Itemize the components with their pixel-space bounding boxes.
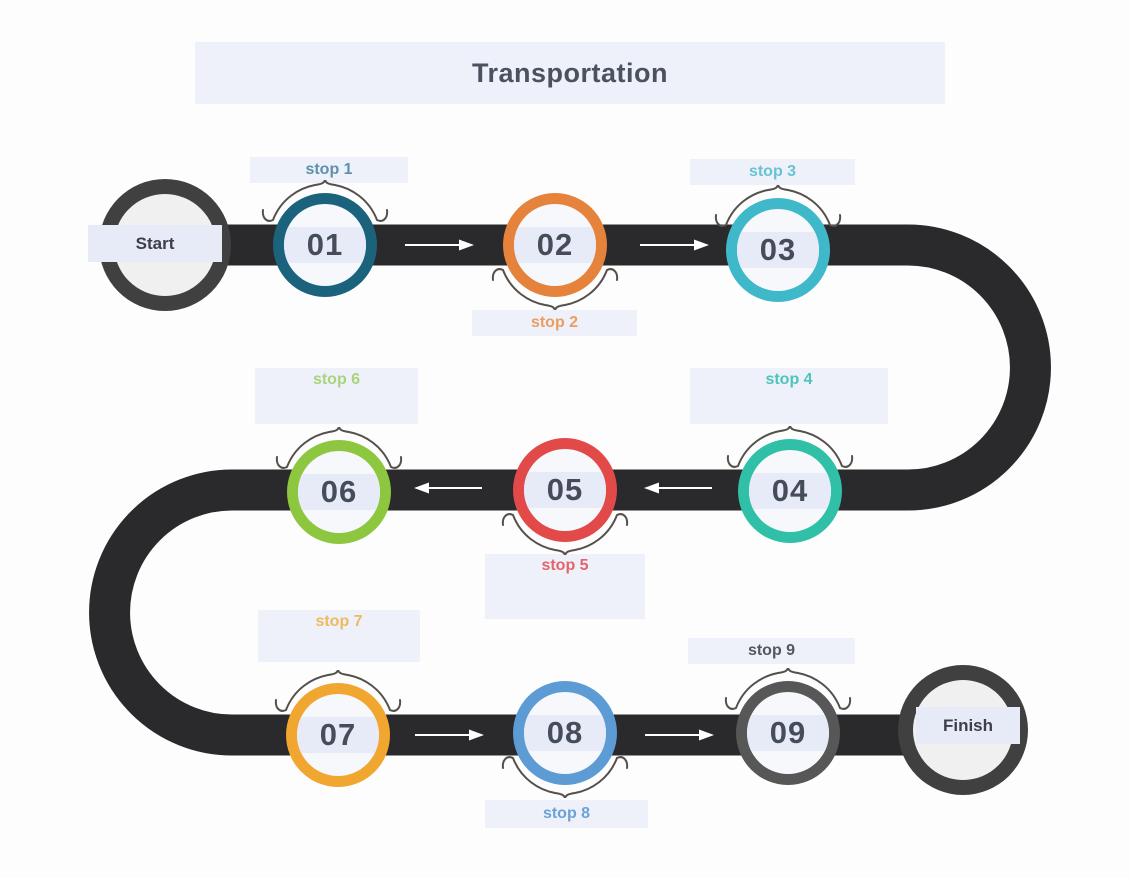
- stop-number: 04: [771, 473, 809, 508]
- stop-node-7: stop 7 07: [258, 610, 420, 787]
- start-node: Start: [88, 179, 231, 311]
- stop-number: 06: [320, 474, 358, 509]
- stop-circle-inner: 08: [524, 692, 606, 774]
- number-band: [524, 715, 606, 751]
- stop-circle: 07: [286, 683, 390, 787]
- arrow-right-icon: [640, 239, 709, 251]
- stop-label: stop 1: [250, 157, 408, 183]
- stop-number: 05: [546, 472, 584, 507]
- stop-number: 07: [319, 717, 357, 752]
- stop-circle: 05: [513, 438, 617, 542]
- stop-circle-inner: 02: [514, 204, 596, 286]
- brace-ornament-icon: [501, 513, 629, 555]
- stop-circle: 06: [287, 440, 391, 544]
- arrow-left-icon: [644, 482, 712, 494]
- stop-number: 01: [306, 227, 344, 262]
- brace-ornament-icon: [726, 426, 854, 468]
- stop-circle: 09: [736, 681, 840, 785]
- stop-number: 09: [769, 715, 807, 750]
- arrow-left-icon: [414, 482, 482, 494]
- stop-circle: 02: [503, 193, 607, 297]
- number-band: [514, 227, 596, 263]
- stop-label: stop 4: [690, 368, 888, 424]
- stop-node-3: stop 3 03: [690, 159, 855, 302]
- brace-ornament-icon: [274, 670, 402, 712]
- brace-ornament-icon: [714, 185, 842, 227]
- stop-circle-inner: 05: [524, 449, 606, 531]
- stop-label: stop 7: [258, 610, 420, 662]
- stop-node-6: stop 6 06: [255, 368, 418, 544]
- stop-label: stop 5: [485, 554, 645, 619]
- title-banner: Transportation: [195, 42, 945, 104]
- stop-node-5: stop 5 05: [485, 438, 645, 619]
- stop-circle: 04: [738, 439, 842, 543]
- stop-circle-inner: 01: [284, 204, 366, 286]
- stop-circle: 01: [273, 193, 377, 297]
- stop-circle-inner: 06: [298, 451, 380, 533]
- number-band: [524, 472, 606, 508]
- stop-label: stop 3: [690, 159, 855, 185]
- number-band: [298, 474, 380, 510]
- number-band: [749, 473, 831, 509]
- brace-ornament-icon: [261, 180, 389, 222]
- stop-circle: 03: [726, 198, 830, 302]
- finish-node: Finish: [898, 665, 1028, 795]
- stop-label: stop 8: [485, 800, 648, 828]
- page-title: Transportation: [471, 57, 668, 88]
- stop-label: stop 6: [255, 368, 418, 424]
- stop-label: stop 2: [472, 310, 637, 336]
- number-band: [747, 715, 829, 751]
- stop-node-4: stop 4 04: [690, 368, 888, 543]
- stop-circle: 08: [513, 681, 617, 785]
- stop-number: 03: [759, 232, 797, 267]
- stop-node-1: stop 1 01: [250, 157, 408, 297]
- finish-label: Finish: [916, 707, 1020, 744]
- start-label: Start: [88, 225, 222, 262]
- stop-circle-inner: 07: [297, 694, 379, 776]
- arrow-right-icon: [645, 729, 714, 741]
- stop-number: 02: [536, 227, 574, 262]
- brace-ornament-icon: [491, 268, 619, 310]
- brace-ornament-icon: [724, 668, 852, 710]
- stop-circle-inner: 09: [747, 692, 829, 774]
- stop-circle-inner: 03: [737, 209, 819, 291]
- number-band: [284, 227, 366, 263]
- number-band: [297, 717, 379, 753]
- stop-label: stop 9: [688, 638, 855, 664]
- brace-ornament-icon: [501, 756, 629, 798]
- stop-node-2: stop 2 02: [472, 193, 637, 336]
- stop-circle-inner: 04: [749, 450, 831, 532]
- stop-node-9: stop 9 09: [688, 638, 855, 785]
- arrow-right-icon: [405, 239, 474, 251]
- stop-node-8: stop 8 08: [485, 681, 648, 828]
- arrow-right-icon: [415, 729, 484, 741]
- number-band: [737, 232, 819, 268]
- brace-ornament-icon: [275, 427, 403, 469]
- stop-number: 08: [546, 715, 584, 750]
